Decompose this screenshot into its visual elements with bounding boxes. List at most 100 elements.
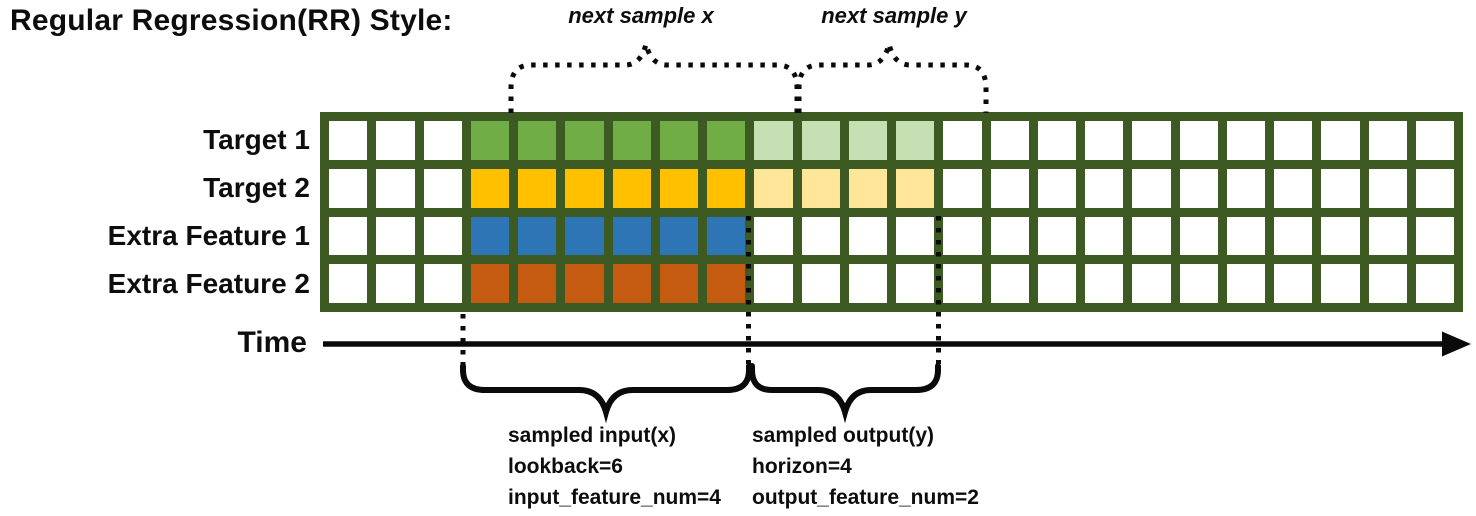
grid-cell: [1274, 264, 1313, 303]
grid-cell: [329, 121, 368, 160]
grid-cell: [329, 264, 368, 303]
grid-cell: [423, 264, 462, 303]
grid-cell: [943, 216, 982, 256]
grid-cell: [1321, 121, 1360, 160]
grid-cell: [707, 168, 746, 208]
grid-cell: [801, 121, 840, 160]
next-sample-x-label: next sample x: [568, 3, 714, 28]
row-label: Extra Feature 1: [107, 219, 310, 251]
grid-cell: [1274, 121, 1313, 160]
row-label: Target 1: [203, 124, 310, 156]
diagram-title: Regular Regression(RR) Style:: [10, 4, 453, 37]
grid-cell: [612, 216, 651, 256]
time-axis-label: Time: [237, 326, 307, 359]
grid-cell: [707, 264, 746, 303]
grid-cell: [423, 168, 462, 208]
grid-cell: [707, 216, 746, 256]
grid-cell: [1321, 264, 1360, 303]
grid-cell: [376, 168, 415, 208]
grid-cell: [801, 168, 840, 208]
grid-cell: [848, 216, 887, 256]
grid-cell: [1179, 121, 1218, 160]
grid-cell: [1274, 216, 1313, 256]
sample-grid: [320, 112, 1463, 312]
grid-cell: [754, 216, 793, 256]
grid-cell: [1179, 168, 1218, 208]
next-sample-x-brace-icon: [508, 43, 800, 113]
grid-cell: [659, 216, 698, 256]
grid-cell: [990, 121, 1029, 160]
grid-cell: [1132, 168, 1171, 208]
grid-cell: [896, 121, 935, 160]
grid-cell: [470, 168, 509, 208]
horizon-param: horizon=4: [752, 455, 852, 478]
grid-cell: [896, 216, 935, 256]
grid-cell: [1085, 121, 1124, 160]
grid-cell: [659, 168, 698, 208]
grid-cell: [1037, 121, 1076, 160]
grid-cell: [1368, 121, 1407, 160]
grid-cell: [1132, 216, 1171, 256]
grid-cell: [943, 168, 982, 208]
grid-cell: [990, 216, 1029, 256]
grid-cell: [943, 264, 982, 303]
grid-cell: [612, 121, 651, 160]
grid-cell: [565, 168, 604, 208]
grid-cell: [754, 121, 793, 160]
row-label: Target 2: [203, 172, 310, 204]
grid-cell: [518, 121, 557, 160]
grid-cell: [1321, 216, 1360, 256]
grid-cell: [565, 264, 604, 303]
grid-cell: [423, 216, 462, 256]
grid-cell: [612, 168, 651, 208]
grid-cell: [1226, 264, 1265, 303]
grid-cell: [754, 168, 793, 208]
grid-cell: [518, 216, 557, 256]
input-feature-num-param: input_feature_num=4: [508, 486, 721, 509]
grid-cell: [943, 121, 982, 160]
grid-cell: [1037, 168, 1076, 208]
grid-cell: [1226, 168, 1265, 208]
grid-cell: [1085, 168, 1124, 208]
grid-cell: [470, 121, 509, 160]
sampled-output-title: sampled output(y): [752, 424, 934, 447]
next-sample-y-brace-icon: [796, 43, 989, 113]
grid-cell: [1368, 216, 1407, 256]
next-sample-y-label: next sample y: [821, 3, 967, 28]
grid-cell: [565, 216, 604, 256]
sampled-input-brace-icon: [460, 363, 752, 424]
grid-cell: [754, 264, 793, 303]
grid-cell: [470, 264, 509, 303]
sampled-input-title: sampled input(x): [508, 424, 677, 447]
grid-cell: [990, 168, 1029, 208]
grid-cell: [1037, 264, 1076, 303]
grid-cell: [1132, 264, 1171, 303]
grid-cell: [848, 264, 887, 303]
grid-cell: [896, 168, 935, 208]
grid-cell: [1226, 121, 1265, 160]
grid-cell: [707, 121, 746, 160]
grid-cell: [1321, 168, 1360, 208]
grid-cell: [376, 264, 415, 303]
grid-cell: [376, 216, 415, 256]
grid-cell: [659, 121, 698, 160]
grid-cell: [801, 264, 840, 303]
output-feature-num-param: output_feature_num=2: [752, 486, 979, 509]
grid-cell: [801, 216, 840, 256]
grid-cell: [518, 264, 557, 303]
sampled-output-brace-icon: [749, 363, 941, 424]
grid-cell: [329, 168, 368, 208]
grid-cell: [518, 168, 557, 208]
grid-cell: [1415, 264, 1454, 303]
grid-cell: [470, 216, 509, 256]
grid-cell: [1415, 121, 1454, 160]
grid-cell: [848, 121, 887, 160]
grid-cell: [1179, 264, 1218, 303]
grid-cell: [329, 216, 368, 256]
grid-cell: [376, 121, 415, 160]
grid-cell: [848, 168, 887, 208]
grid-cell: [1226, 216, 1265, 256]
grid-cell: [1132, 121, 1171, 160]
